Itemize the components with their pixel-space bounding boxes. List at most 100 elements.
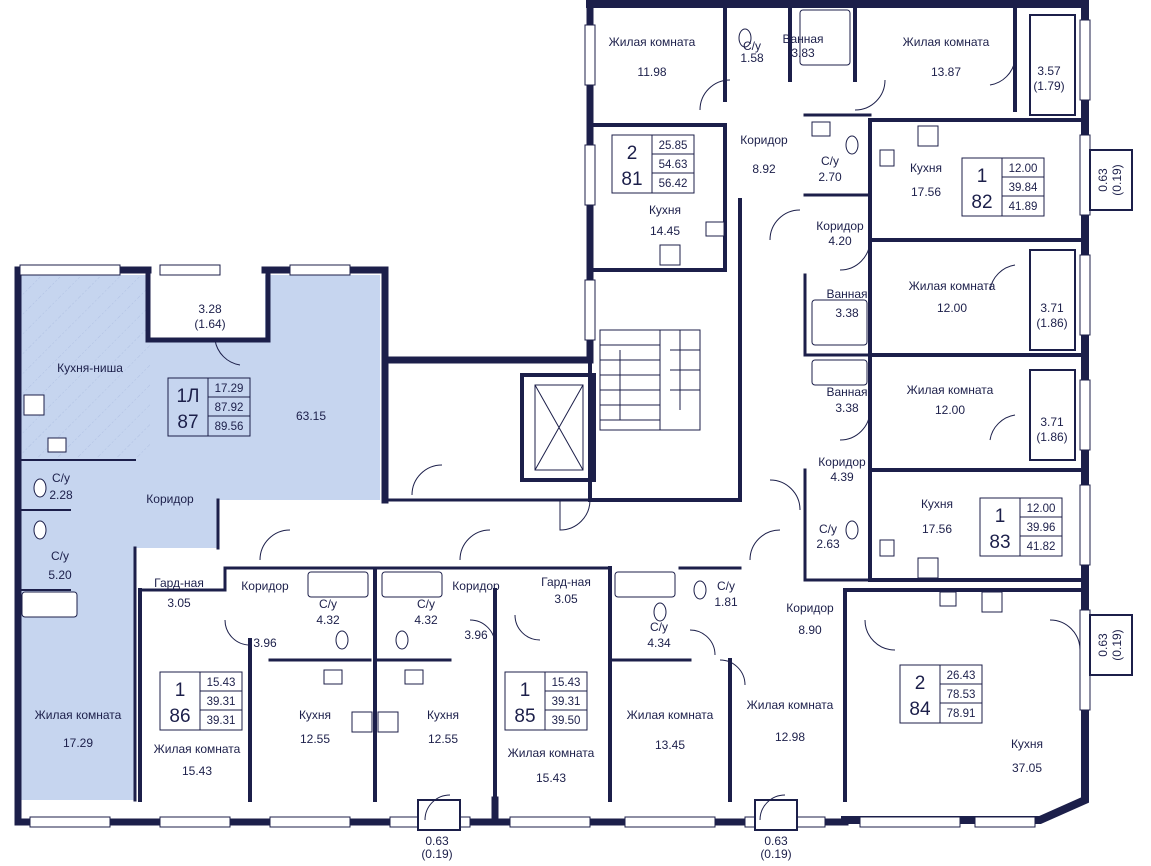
apartment-box-dividers [1001,158,1044,216]
room-name: Кухня [427,708,459,722]
apartment-area-value: 54.63 [659,159,688,171]
room-area: 3.71 [1040,415,1064,429]
balcony-area: 0.63 [1096,168,1110,192]
stove-icon [23,125,1003,733]
room-name: С/у [743,39,761,53]
room-area: 4.34 [647,636,671,650]
room-area: 13.87 [931,65,961,79]
room-name: Жилая комната [609,35,696,49]
room-name: С/у [417,597,435,611]
balcony-area-sub: (0.19) [1110,164,1124,195]
room-name: Кухня [649,203,681,217]
apartment-number: 81 [621,169,642,190]
room-name: Жилая комната [907,383,994,397]
bathtub-icon [21,9,868,618]
room-area: 4.32 [316,613,340,627]
apartment-rooms: 1Л [176,386,199,407]
balcony-area-sub: (0.19) [760,847,791,861]
apartment-area-value: 39.31 [552,696,581,708]
room-area: 2.63 [816,537,840,551]
room-area-sub: (1.86) [1036,430,1067,444]
sink-icon [47,121,957,685]
apartment-number: 84 [909,699,931,720]
apartment-area-value: 39.31 [207,696,236,708]
room-name: Коридор [818,455,866,469]
apartment-rooms: 1 [520,680,531,701]
room-area: 12.00 [937,301,967,315]
apartment-box-dividers [939,665,982,723]
room-area: 4.32 [414,613,438,627]
room-area: 3.38 [835,306,859,320]
room-area: 8.92 [752,162,776,176]
room-name: Жилая комната [747,698,834,712]
room-area: 1.58 [740,51,764,65]
room-area: 13.45 [655,738,685,752]
room-area: 3.71 [1040,301,1064,315]
apartment-info-82[interactable]: 1 82 12.00 39.84 41.89 [961,157,1045,217]
apartment-box-frame [979,497,1063,557]
room-area: 3.83 [791,46,815,60]
apartment-number: 83 [989,532,1010,553]
apartment-number: 86 [169,706,190,727]
room-area: 15.43 [536,771,566,785]
apartment-area-value: 41.89 [1009,201,1038,213]
room-name: Жилая комната [903,35,990,49]
room-area: 17.56 [922,522,952,536]
room-area: 12.00 [935,403,965,417]
room-name: Кухня [1011,737,1043,751]
apartment-87-highlight[interactable] [20,275,380,800]
apartment-area-value: 17.29 [215,383,244,395]
apartment-number: 87 [177,412,198,433]
room-area: 12.55 [428,732,458,746]
apartment-area-value: 56.42 [659,178,688,190]
room-area: 15.43 [182,764,212,778]
door-swing-icon [214,59,1081,821]
room-name: Кухня-ниша [57,361,123,375]
room-name: Жилая комната [154,742,241,756]
apartment-area-value: 25.85 [659,140,688,152]
balcony-area-sub: (0.19) [421,847,452,861]
apartment-rooms: 1 [977,166,988,187]
room-area-sub: (1.79) [1033,79,1064,93]
apartment-info-81[interactable]: 2 81 25.85 54.63 56.42 [611,134,695,194]
room-area: 14.45 [650,224,680,238]
room-area: 2.28 [49,488,73,502]
room-name: Жилая комната [35,708,122,722]
apartment-number: 82 [971,192,992,213]
room-area: 3.96 [464,628,488,642]
room-area: 8.90 [798,623,822,637]
apartment-rooms: 2 [915,673,926,694]
apartment-box-frame [899,664,983,724]
apartment-area-value: 41.82 [1027,541,1056,553]
apartment-area-value: 12.00 [1009,163,1038,175]
apartment-rooms: 2 [627,143,638,164]
stairs-icon [599,329,701,431]
room-name: С/у [717,579,735,593]
room-area-sub: (1.86) [1036,316,1067,330]
room-name: Коридор [146,492,194,506]
apartment-area-value: 87.92 [215,402,244,414]
apartment-box-dividers [544,672,587,730]
room-name: Ванная [826,287,867,301]
room-name: Жилая комната [627,708,714,722]
room-area: 12.55 [300,732,330,746]
apartment-box-frame [167,377,251,437]
apartment-rooms: 1 [175,680,186,701]
room-area: 1.81 [714,595,738,609]
room-name: С/у [819,522,837,536]
apartment-area-value: 39.84 [1009,182,1038,194]
room-name: Коридор [241,579,289,593]
room-name: С/у [52,471,70,485]
room-area: 3.96 [253,636,277,650]
room-name: Коридор [740,133,788,147]
balcony-area-sub: (0.19) [1110,629,1124,660]
room-name: Жилая комната [909,279,996,293]
room-name: Гард-ная [154,576,204,590]
apartment-area-value: 26.43 [947,670,976,682]
